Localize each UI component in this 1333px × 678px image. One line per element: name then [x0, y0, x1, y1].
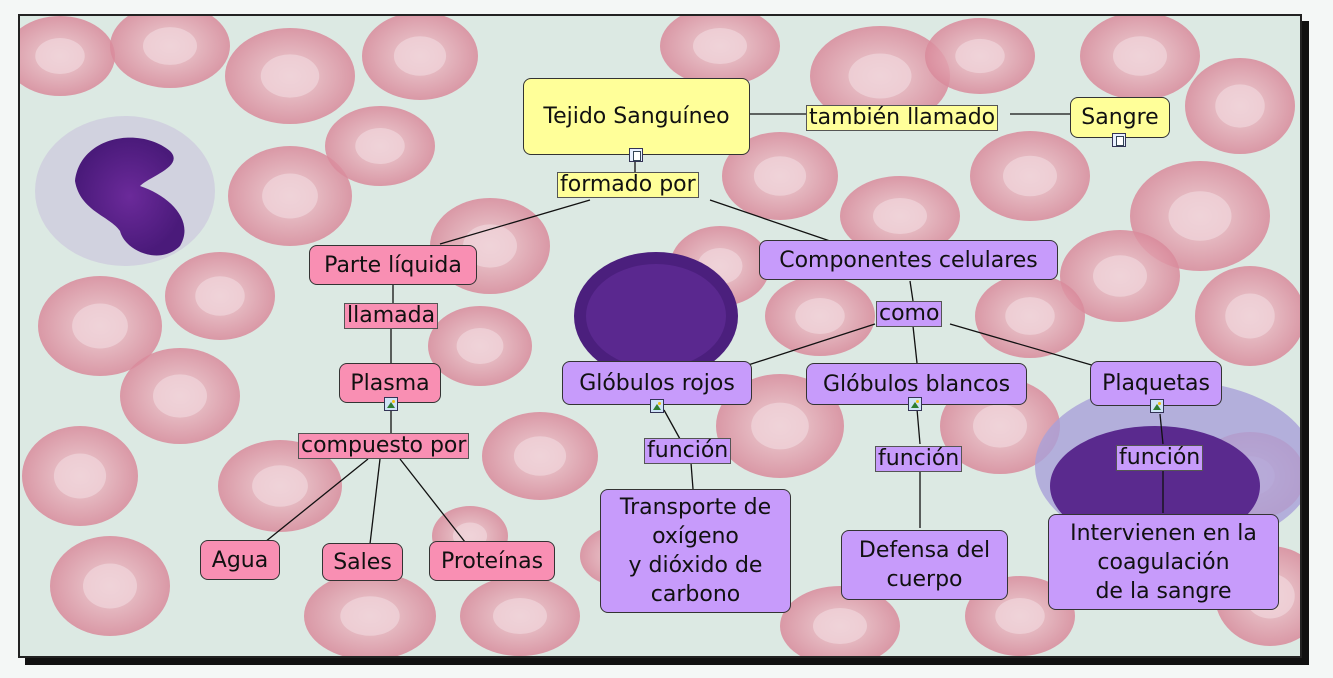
red-blood-cell-center: [456, 328, 504, 364]
concept-componentes-celulares[interactable]: Componentes celulares: [759, 240, 1058, 280]
link-funcion-plaquetas: función: [1116, 445, 1204, 471]
link-funcion-rojos: función: [644, 438, 732, 464]
image-icon[interactable]: [908, 397, 922, 411]
red-blood-cell-center: [72, 303, 128, 349]
link-funcion-blancos: función: [875, 446, 963, 472]
red-blood-cell-center: [1215, 84, 1265, 128]
concept-parte-liquida[interactable]: Parte líquida: [309, 245, 477, 285]
concept-defensa-cuerpo[interactable]: Defensa del cuerpo: [841, 530, 1008, 600]
red-blood-cell-center: [995, 598, 1045, 634]
red-blood-cell-center: [1093, 255, 1147, 297]
red-blood-cell-center: [848, 53, 912, 99]
basophil-cell: [574, 252, 738, 380]
red-blood-cell-center: [153, 374, 207, 418]
link-tambien-llamado: también llamado: [806, 105, 999, 131]
concept-globulos-rojos[interactable]: Glóbulos rojos: [562, 361, 752, 405]
red-blood-cell-center: [340, 596, 400, 636]
red-blood-cell-center: [1168, 191, 1232, 241]
concept-sangre[interactable]: Sangre: [1070, 97, 1170, 138]
link-llamada: llamada: [344, 303, 439, 329]
red-blood-cell-center: [493, 598, 547, 634]
red-blood-cell-center: [873, 198, 927, 234]
red-blood-cell-center: [693, 28, 747, 64]
red-blood-cell-center: [751, 402, 809, 450]
link-como: como: [876, 301, 943, 327]
neutrophil-cell: [35, 116, 215, 266]
red-blood-cell-center: [35, 38, 85, 74]
red-blood-cell-center: [393, 36, 447, 76]
red-blood-cell-center: [753, 156, 807, 196]
document-icon[interactable]: [629, 148, 643, 162]
red-blood-cell-center: [195, 276, 245, 316]
red-blood-cell-center: [955, 38, 1005, 74]
red-blood-cell-center: [83, 563, 137, 609]
concept-intervienen-coagulacion[interactable]: Intervienen en la coagulación de la sang…: [1048, 514, 1279, 610]
concept-tejido-sanguineo[interactable]: Tejido Sanguíneo: [523, 78, 750, 155]
concept-transporte-oxigeno[interactable]: Transporte de oxígeno y dióxido de carbo…: [600, 489, 791, 613]
document-icon[interactable]: [1112, 133, 1126, 147]
red-blood-cell-center: [355, 128, 405, 164]
image-icon[interactable]: [1150, 399, 1164, 413]
image-icon[interactable]: [384, 397, 398, 411]
image-icon[interactable]: [650, 399, 664, 413]
blood-smear-background: [20, 16, 1300, 656]
concept-globulos-blancos[interactable]: Glóbulos blancos: [806, 363, 1027, 405]
red-blood-cell-center: [1225, 293, 1275, 339]
concept-sales[interactable]: Sales: [322, 543, 403, 581]
link-formado-por: formado por: [557, 172, 699, 198]
red-blood-cell-center: [513, 436, 567, 476]
red-blood-cell-center: [1003, 155, 1057, 197]
red-blood-cell-center: [53, 453, 107, 499]
link-compuesto-por: compuesto por: [298, 433, 470, 459]
concept-agua[interactable]: Agua: [200, 540, 280, 580]
concept-proteinas[interactable]: Proteínas: [429, 541, 555, 581]
red-blood-cell-center: [973, 404, 1027, 448]
red-blood-cell-center: [252, 465, 308, 507]
red-blood-cell-center: [260, 54, 320, 98]
red-blood-cell-center: [795, 298, 845, 334]
red-blood-cell-center: [262, 173, 318, 219]
red-blood-cell-center: [143, 27, 197, 65]
concept-map-canvas: Tejido Sanguíneo Sangre Parte líquida Co…: [18, 14, 1302, 658]
red-blood-cell-center: [1113, 36, 1167, 76]
red-blood-cell-center: [1005, 297, 1055, 335]
red-blood-cell-center: [813, 608, 867, 644]
